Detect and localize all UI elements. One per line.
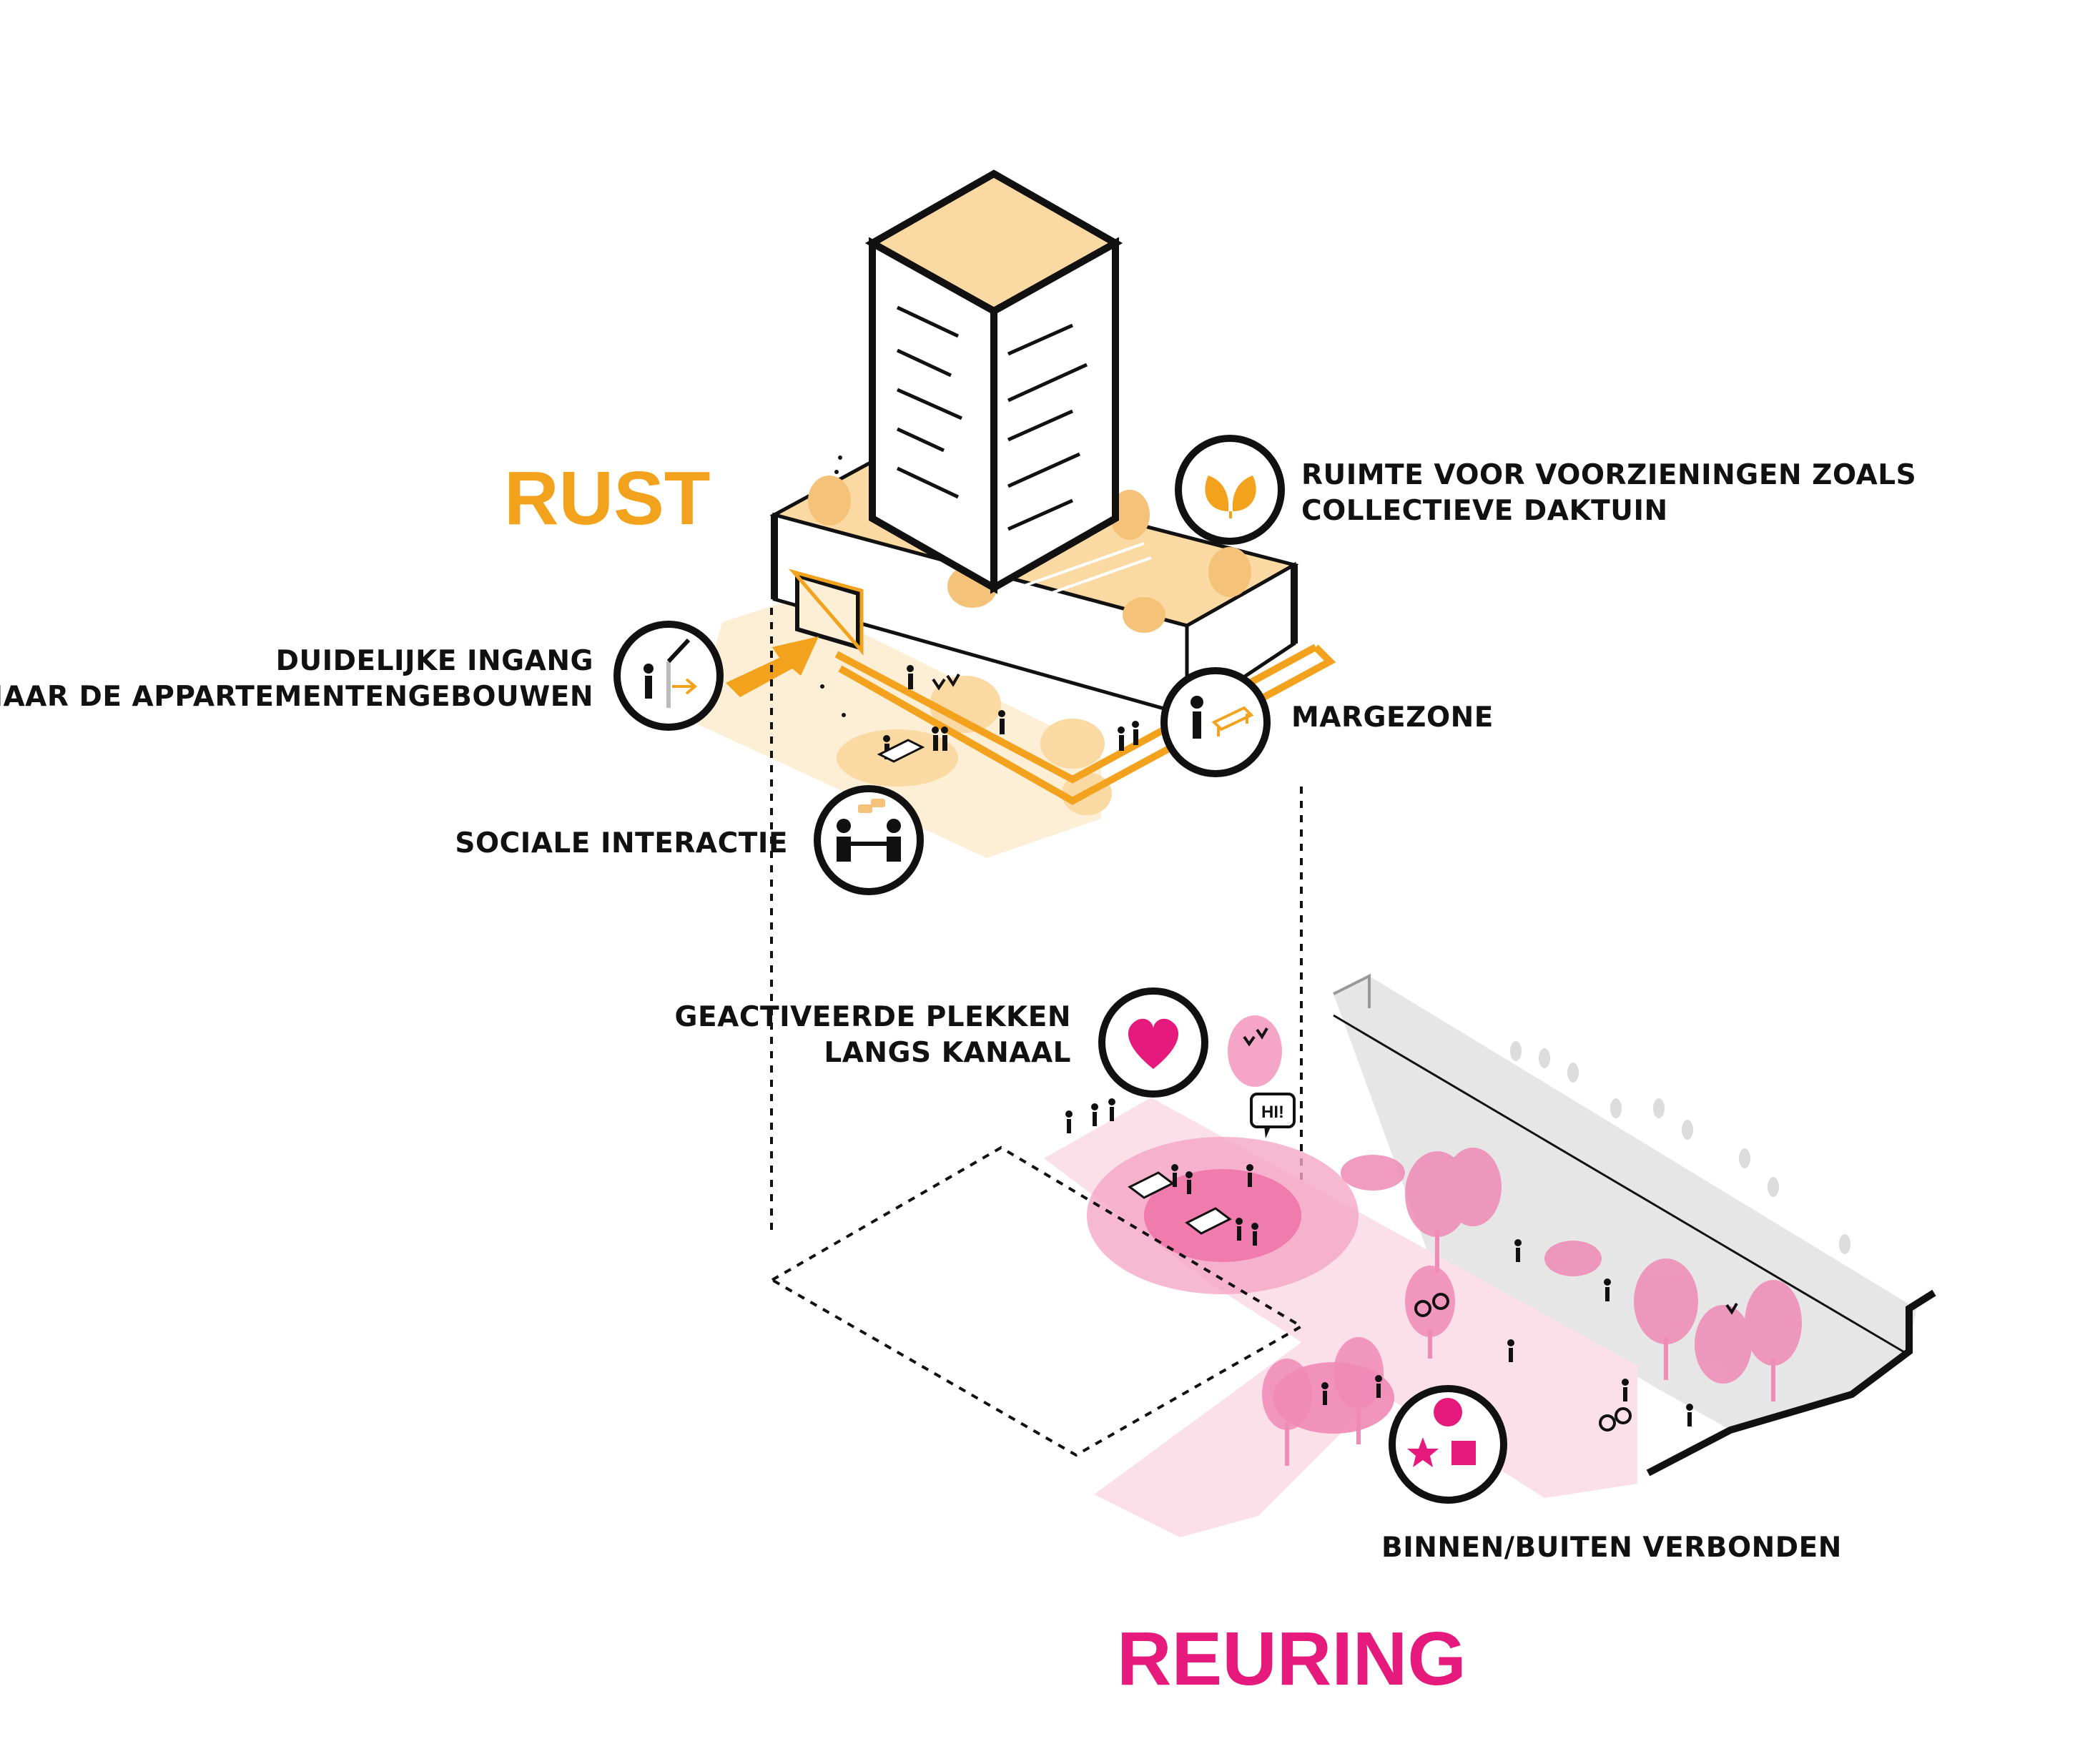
label-binnen-buiten: BINNEN/BUITEN VERBONDEN — [1381, 1532, 1842, 1564]
heart-icon — [1098, 987, 1208, 1098]
speech-bubble-text: HI! — [1261, 1103, 1284, 1122]
bicycles — [1414, 1293, 1632, 1432]
label-geactiveerde-plekken: GEACTIVEERDE PLEKKEN LANGS KANAAL — [675, 1000, 1071, 1071]
projection-lines — [770, 608, 1303, 1280]
people-reuring — [1065, 1098, 1693, 1427]
birds-reuring — [1243, 1027, 1738, 1315]
entrance-door-frame — [788, 568, 864, 656]
label-geactiveerde-line2: LANGS KANAAL — [824, 1037, 1071, 1069]
label-daktuin: RUIMTE VOOR VOORZIENINGEN ZOALS COLLECTI… — [1301, 458, 1916, 529]
handshake-icon — [814, 785, 924, 895]
shapes-icon — [1389, 1385, 1507, 1504]
bench-person-icon — [1160, 667, 1271, 777]
heading-reuring: REURING — [1117, 1617, 1466, 1701]
label-ingang-line2: NAAR DE APPARTEMENTENGEBOUWEN — [0, 681, 593, 713]
label-daktuin-line1: RUIMTE VOOR VOORZIENINGEN ZOALS — [1301, 459, 1917, 491]
building-footprint — [769, 1145, 1304, 1457]
birds — [932, 674, 960, 691]
speech-bubble: HI! — [1250, 1093, 1296, 1138]
water-dots — [1510, 1041, 1850, 1254]
picnic-tables-reuring — [1128, 1171, 1232, 1235]
tower-windows — [896, 305, 1088, 531]
tower-right-face — [990, 237, 1119, 594]
trees-reuring — [1262, 1148, 1802, 1430]
canal-rim — [1333, 1014, 1910, 1356]
label-ingang-line1: DUIDELIJKE INGANG — [275, 645, 593, 677]
heading-rust: RUST — [504, 456, 711, 541]
tree-blob — [930, 676, 1001, 733]
reuring-scene: HI! — [769, 973, 1936, 1537]
entrance-icon — [613, 621, 724, 731]
label-daktuin-line2: COLLECTIEVE DAKTUIN — [1301, 495, 1668, 527]
canal-edge — [1333, 973, 1371, 1008]
roof-garden-beds — [1022, 542, 1152, 677]
canal-wall — [1646, 1289, 1936, 1477]
label-sociale-interactie: SOCIALE INTERACTIE — [455, 827, 788, 859]
label-ingang: DUIDELIJKE INGANG NAAR DE APPARTEMENTENG… — [0, 644, 593, 715]
leaves-icon — [1175, 435, 1285, 545]
bird-bubble — [1228, 1015, 1282, 1087]
picnic-table — [877, 739, 925, 763]
tree-trunks — [1285, 1230, 1775, 1466]
tree-blob — [1040, 719, 1105, 769]
label-geactiveerde-line1: GEACTIVEERDE PLEKKEN — [674, 1001, 1071, 1033]
label-margezone: MARGEZONE — [1291, 701, 1494, 734]
